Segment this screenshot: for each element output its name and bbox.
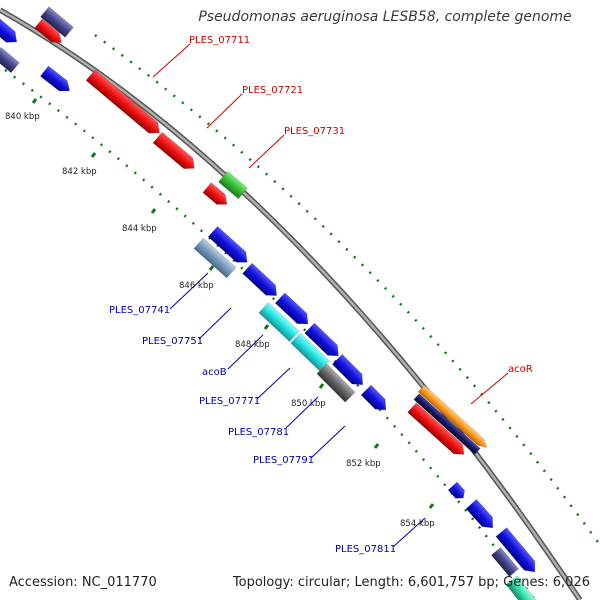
- gene-feature[interactable]: [331, 353, 367, 389]
- guide-lines: [4, 33, 600, 600]
- gene-feature[interactable]: [491, 547, 519, 577]
- gene-feature-acor[interactable]: [417, 384, 489, 451]
- gene-label-ples-07731[interactable]: PLES_07731: [284, 126, 345, 137]
- forward-gene-labels: PLES_07711 PLES_07721 PLES_07731 acoR: [152, 35, 533, 405]
- tick-label: 842 kbp: [62, 167, 97, 177]
- tick-mark: [373, 443, 380, 449]
- gene-feature[interactable]: [40, 65, 73, 96]
- gene-feature[interactable]: [202, 182, 231, 210]
- gene-feature[interactable]: [40, 6, 74, 38]
- gene-label-ples-07781[interactable]: PLES_07781: [228, 427, 289, 438]
- accession-text: Accession: NC_011770: [9, 575, 157, 590]
- gene-feature-ples-07731[interactable]: [218, 170, 248, 200]
- tick-label: 854 kbp: [400, 519, 435, 529]
- gene-feature[interactable]: [495, 527, 540, 577]
- tick-label: 844 kbp: [122, 224, 157, 234]
- tick-label: 852 kbp: [346, 459, 381, 469]
- gene-feature[interactable]: [0, 46, 20, 74]
- gene-feature-ples-07721[interactable]: [152, 131, 199, 174]
- tick-guide-line: [94, 33, 600, 546]
- gene-feature[interactable]: [274, 292, 312, 329]
- gene-label-ples-07771[interactable]: PLES_07771: [199, 396, 260, 407]
- gene-feature-ples-07781[interactable]: [316, 363, 356, 403]
- tick-label: 850 kbp: [291, 399, 326, 409]
- gene-feature[interactable]: [447, 481, 468, 502]
- gene-label-ples-07721[interactable]: PLES_07721: [242, 85, 303, 96]
- gene-feature[interactable]: [505, 575, 543, 600]
- gene-feature[interactable]: [413, 393, 481, 455]
- gene-label-ples-07711[interactable]: PLES_07711: [189, 35, 250, 46]
- gene-feature[interactable]: [34, 18, 66, 47]
- topology-text: Topology: circular; Length: 6,601,757 bp…: [232, 575, 590, 590]
- gene-label-acob[interactable]: acoB: [202, 367, 227, 378]
- gene-feature-ples-07791[interactable]: [360, 384, 391, 415]
- gene-feature-ples-07771[interactable]: [290, 332, 330, 372]
- gene-feature-ples-07811[interactable]: [465, 499, 498, 532]
- tick-mark: [208, 265, 215, 271]
- tick-mark: [428, 503, 435, 509]
- tick-label: 846 kbp: [179, 281, 214, 291]
- genome-backbone: [0, 7, 583, 600]
- tick-mark: [150, 208, 157, 214]
- map-title: Pseudomonas aeruginosa LESB58, complete …: [198, 9, 572, 25]
- gene-feature-ples-07711[interactable]: [85, 69, 164, 139]
- tick-mark: [31, 98, 38, 104]
- tick-label: 840 kbp: [5, 112, 40, 122]
- gene-label-acor[interactable]: acoR: [508, 364, 533, 375]
- tick-mark: [90, 152, 97, 158]
- gene-feature-acob[interactable]: [258, 302, 300, 342]
- gene-feature-ples-07741[interactable]: [193, 237, 237, 279]
- gene-label-ples-07811[interactable]: PLES_07811: [335, 544, 396, 555]
- gene-feature-ples-07751[interactable]: [242, 262, 282, 301]
- gene-feature[interactable]: [0, 18, 21, 48]
- gene-label-ples-07751[interactable]: PLES_07751: [142, 336, 203, 347]
- gene-feature[interactable]: [407, 402, 469, 460]
- tick-mark: [263, 324, 270, 330]
- reverse-gene-labels: PLES_07741 PLES_07751 acoB PLES_07771 PL…: [109, 272, 426, 555]
- gene-label-ples-07791[interactable]: PLES_07791: [253, 455, 314, 466]
- tick-mark: [318, 383, 325, 389]
- gene-feature[interactable]: [304, 322, 343, 361]
- tick-guide-line: [4, 68, 537, 600]
- gene-feature[interactable]: [207, 226, 252, 267]
- gene-label-ples-07741[interactable]: PLES_07741: [109, 305, 170, 316]
- gene-features: [0, 6, 543, 600]
